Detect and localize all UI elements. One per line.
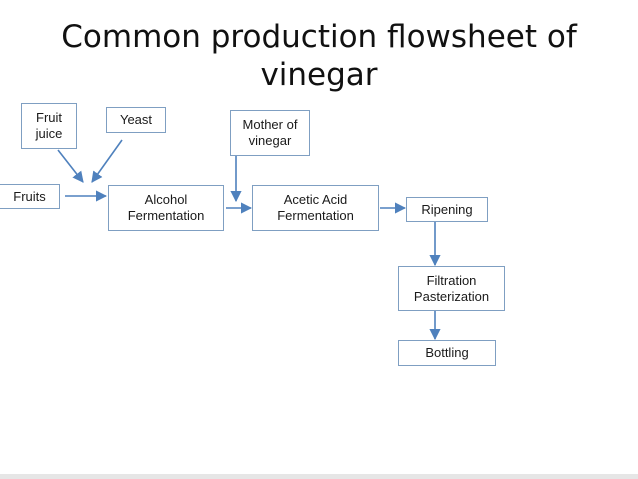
node-filtration-line-1: Filtration (426, 272, 477, 288)
node-fruit-juice-line-2: juice (35, 126, 63, 141)
node-acetic-line-2: Fermentation (277, 208, 354, 223)
node-fruits-label: Fruits (13, 188, 46, 204)
arrow-fruit-juice-to-alcohol (57, 149, 84, 183)
slide-title: Common production flowsheet of vinegar (0, 18, 638, 94)
node-filtration-line-2: Pasterization (413, 288, 490, 304)
node-alcohol-line-1: Alcohol (144, 192, 188, 207)
node-alcohol-fermentation: Alcohol Fermentation (108, 185, 224, 231)
node-yeast-label: Yeast (119, 112, 153, 127)
node-filtration-pasterization: Filtration Pasterization (398, 266, 505, 311)
arrow-yeast-to-alcohol (91, 139, 123, 183)
node-yeast: Yeast (106, 107, 166, 133)
node-mother-line-2: vinegar (248, 133, 292, 148)
node-fruit-juice: Fruit juice (21, 103, 77, 149)
node-mother-of-vinegar: Mother of vinegar (230, 110, 310, 156)
node-alcohol-line-2: Fermentation (127, 208, 205, 223)
node-ripening: Ripening (406, 197, 488, 222)
node-ripening-label: Ripening (421, 201, 473, 217)
node-acetic-acid-fermentation: Acetic Acid Fermentation (252, 185, 379, 231)
title-line-1: Common production flowsheet of (61, 19, 577, 55)
bottom-divider (0, 474, 638, 479)
node-acetic-line-1: Acetic Acid (283, 192, 348, 207)
node-bottling: Bottling (398, 340, 496, 366)
node-fruits: Fruits (0, 184, 60, 209)
title-line-2: vinegar (260, 57, 378, 93)
node-mother-line-1: Mother of (242, 117, 298, 132)
node-bottling-label: Bottling (425, 345, 469, 360)
node-fruit-juice-line-1: Fruit (36, 110, 62, 125)
